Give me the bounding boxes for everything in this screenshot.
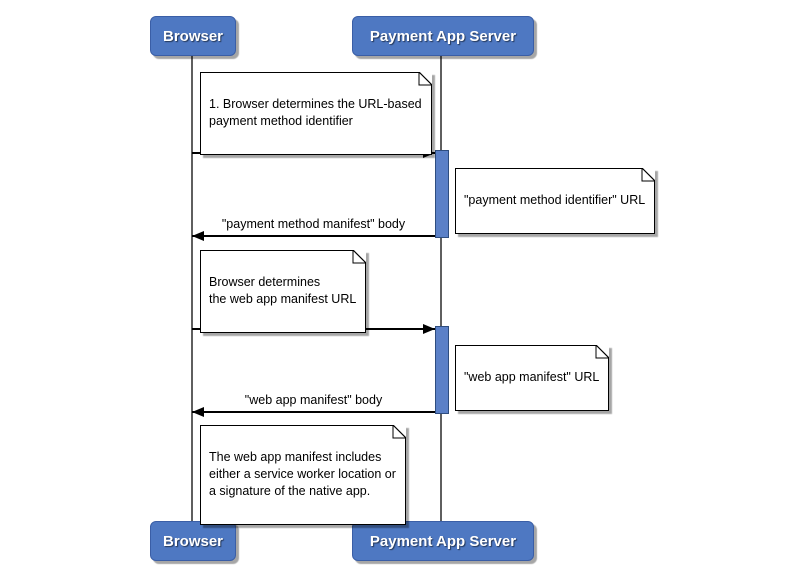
- activation-bar-server-1: [435, 150, 449, 238]
- note-fold-icon: [595, 345, 610, 359]
- actor-box-server-top: Payment App Server: [352, 16, 534, 56]
- actor-box-browser-top: Browser: [150, 16, 236, 56]
- note-manifest-contents: The web app manifest includes either a s…: [200, 425, 406, 525]
- message-label-payment-method-manifest-body: "payment method manifest" body: [221, 217, 406, 231]
- note-url-based-identifier: 1. Browser determines the URL-based paym…: [200, 72, 432, 155]
- actor-box-browser-bottom: Browser: [150, 521, 236, 561]
- note-web-app-manifest-url-determine: Browser determines the web app manifest …: [200, 250, 367, 333]
- note-fold-icon: [352, 250, 367, 264]
- actor-label-server: Payment App Server: [369, 532, 517, 550]
- message-label-web-app-manifest-body: "web app manifest" body: [244, 393, 383, 407]
- actor-box-server-bottom: Payment App Server: [352, 521, 534, 561]
- note-fold-icon: [418, 72, 432, 86]
- lifeline-browser: [191, 54, 193, 521]
- lifeline-payment-app-server: [440, 54, 442, 521]
- note-fold-icon: [641, 168, 656, 182]
- note-text: The web app manifest includes either a s…: [209, 450, 396, 498]
- actor-label-browser: Browser: [162, 532, 224, 550]
- note-text: Browser determines the web app manifest …: [209, 275, 357, 306]
- note-payment-method-identifier-url: "payment method identifier" URL: [455, 168, 656, 234]
- arrowhead-left-icon: [192, 407, 204, 417]
- note-fold-icon: [392, 425, 406, 439]
- note-text: "web app manifest" URL: [464, 370, 600, 384]
- note-web-app-manifest-url: "web app manifest" URL: [455, 345, 610, 411]
- activation-bar-server-2: [435, 326, 449, 414]
- arrowhead-right-icon: [423, 324, 435, 334]
- message-line-web-app-manifest-body: [192, 411, 435, 413]
- note-text: 1. Browser determines the URL-based paym…: [209, 97, 422, 128]
- message-line-payment-method-manifest-body: [192, 235, 435, 237]
- arrowhead-left-icon: [192, 231, 204, 241]
- note-text: "payment method identifier" URL: [464, 193, 646, 207]
- actor-label-browser: Browser: [162, 27, 224, 45]
- actor-label-server: Payment App Server: [369, 27, 517, 45]
